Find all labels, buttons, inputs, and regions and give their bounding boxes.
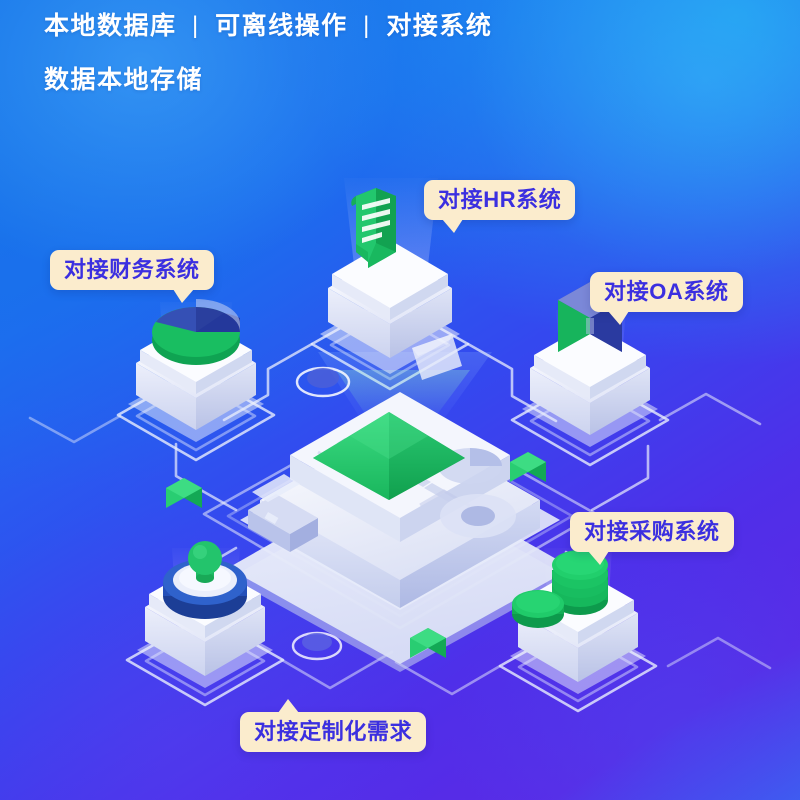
node-finance[interactable] [128,299,264,442]
decor-cube-right [510,452,546,482]
headline-line-2: 数据本地存储 [44,66,204,94]
callout-finance[interactable]: 对接财务系统 [50,250,214,304]
headline-line-1: 本地数据库 | 可离线操作 | 对接系统 [44,14,492,39]
joystick-icon [163,541,247,619]
callout-purchase[interactable]: 对接采购系统 [570,512,734,566]
node-hr[interactable] [320,188,462,380]
callout-custom[interactable]: 对接定制化需求 [240,698,427,753]
headline-part-1: 本地数据库 [44,12,177,40]
decor-ring-bottom [291,631,343,661]
headline-separator-2: | [363,12,371,39]
callout-custom-label: 对接定制化需求 [254,719,413,744]
headline-part-2: 可离线操作 [215,12,348,40]
headline-separator-1: | [191,12,200,39]
node-custom[interactable] [137,541,273,688]
pie-chart-icon [152,299,240,365]
decor-ring-top [295,366,351,398]
pyramid-icon [313,412,465,500]
callout-finance-label: 对接财务系统 [64,257,200,282]
callout-oa[interactable]: 对接OA系统 [590,272,743,326]
hub-platform[interactable] [228,392,572,672]
headline-part-3: 对接系统 [386,12,493,40]
hub-cart [248,474,318,552]
callout-purchase-label: 对接采购系统 [584,519,720,544]
decor-cube-left [166,478,202,508]
callout-oa-label: 对接OA系统 [604,279,729,304]
decor-cube-bottom [410,628,446,658]
node-purchase[interactable] [510,550,646,694]
document-icon [351,188,396,268]
callout-hr[interactable]: 对接HR系统 [424,180,576,234]
coin-stack-icon [512,550,608,628]
headline-block: 本地数据库 | 可离线操作 | 对接系统 数据本地存储 [44,14,492,93]
paper-sheet-icon [412,334,462,380]
callout-hr-label: 对接HR系统 [438,187,562,212]
